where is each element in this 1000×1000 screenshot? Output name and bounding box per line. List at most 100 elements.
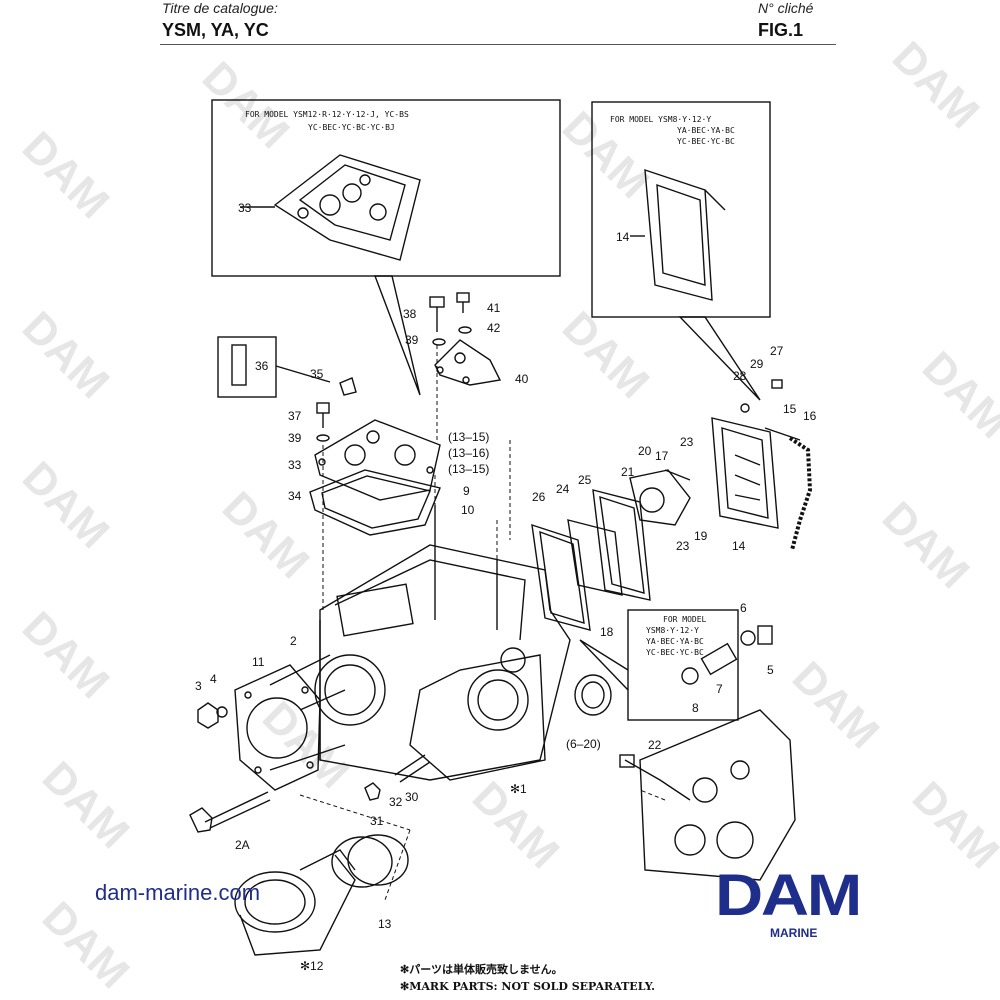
part-label-35: 35	[310, 367, 324, 381]
part-label-23: 23	[680, 435, 694, 449]
watermark-text: DAM	[33, 752, 139, 858]
inset-tl-line2: YC·BEC·YC·BC·YC·BJ	[308, 123, 395, 132]
watermark-text: DAM	[883, 32, 989, 138]
part-label-16: 16	[803, 409, 817, 423]
cliche-label: N° cliché	[758, 0, 814, 16]
part-label-13: 13	[378, 917, 392, 931]
part-label-3: 3	[195, 679, 202, 693]
cylinder-liner	[234, 849, 356, 956]
part-label-40: 40	[515, 372, 529, 386]
cylinder-gasket	[197, 654, 346, 791]
inset-mr-line4: YC·BEC·YC·BC	[646, 648, 704, 657]
inset-box-side-cover	[591, 101, 771, 401]
part-label-33b: 33	[288, 458, 302, 472]
catalog-title-label: Titre de catalogue:	[162, 0, 278, 16]
logo-main-text: DAM	[715, 863, 862, 928]
part-label-39b: 39	[288, 431, 302, 445]
part-label-24: 24	[556, 482, 570, 496]
part-label-15: 15	[783, 402, 797, 416]
timing-cover	[619, 709, 796, 881]
watermark-text: DAM	[33, 892, 139, 998]
part-label-30: 30	[405, 790, 419, 804]
part-label-34: 34	[288, 489, 302, 503]
part-label-6: 6	[740, 601, 747, 615]
part-label-7: 7	[716, 682, 723, 696]
part-label-37: 37	[288, 409, 302, 423]
part-label-1: ✻1	[510, 782, 527, 796]
part-label-36: 36	[255, 359, 269, 373]
part-label-41: 41	[487, 301, 501, 315]
part-label-19: 19	[694, 529, 708, 543]
bolt-group-upper	[316, 292, 502, 442]
website-link[interactable]: dam-marine.com	[95, 880, 261, 905]
watermark-text: DAM	[903, 772, 1000, 878]
watermark-text: DAM	[873, 492, 979, 598]
oil-plugs	[740, 625, 773, 646]
side-cover	[711, 379, 813, 551]
side-plate-assembly	[531, 469, 691, 631]
head-cover	[309, 419, 441, 536]
part-label-2: 2	[290, 634, 297, 648]
o-rings	[331, 834, 409, 888]
cylinder-block	[314, 505, 571, 781]
part-label-8: 8	[692, 701, 699, 715]
inset-tl-line1: FOR MODEL YSM12·R·12·Y·12·J, YC-BS	[245, 110, 409, 119]
part-label-29: 29	[750, 357, 764, 371]
long-bolt	[189, 791, 271, 833]
inset-tr-line2: YA·BEC·YA·BC	[677, 126, 735, 135]
assembly-leader-lines	[299, 345, 666, 901]
cliche-value: FIG.1	[758, 20, 804, 40]
logo-sub-text: MARINE	[770, 926, 818, 940]
part-label-5: 5	[767, 663, 774, 677]
inset-box-sensor	[217, 336, 331, 398]
watermark-text: DAM	[13, 122, 119, 228]
catalog-title-value: YSM, YA, YC	[162, 20, 269, 40]
watermark-text: DAM	[553, 302, 659, 408]
inset-mr-line1: FOR MODEL	[663, 615, 707, 624]
oil-seal	[574, 674, 612, 716]
footnote-japanese: ✻パーツは単体販売致しません。	[400, 962, 563, 976]
part-label-18: 18	[600, 625, 614, 639]
part-label-31: 31	[370, 814, 384, 828]
part-label-21: 21	[621, 465, 635, 479]
part-label-4: 4	[210, 672, 217, 686]
inset-labels: FOR MODEL YSM12·R·12·Y·12·J, YC-BS YC·BE…	[245, 110, 735, 657]
part-label-14b: 14	[732, 539, 746, 553]
watermark-text: DAM	[913, 342, 1000, 448]
watermark-text: DAM	[783, 652, 889, 758]
inset-tr-line1: FOR MODEL YSM8·Y·12·Y	[610, 115, 711, 124]
part-label-2a: 2A	[235, 838, 250, 852]
inset-box-oil-plug	[579, 609, 739, 721]
header-rule	[160, 44, 836, 45]
part-label-38: 38	[403, 307, 417, 321]
footnote-english: ✻MARK PARTS: NOT SOLD SEPARATELY.	[400, 980, 655, 993]
watermark-text: DAM	[13, 302, 119, 408]
part-label-13-15a: (13–15)	[448, 430, 489, 444]
part-label-33: 33	[238, 201, 252, 215]
part-label-6-20: (6–20)	[566, 737, 601, 751]
part-label-20: 20	[638, 444, 652, 458]
part-label-28: 28	[733, 369, 747, 383]
part-label-25: 25	[578, 473, 592, 487]
part-label-14: 14	[616, 230, 630, 244]
watermark-text: DAM	[213, 482, 319, 588]
small-fittings	[364, 754, 431, 801]
inset-tr-line3: YC·BEC·YC·BC	[677, 137, 735, 146]
inset-mr-line3: YA·BEC·YA·BC	[646, 637, 704, 646]
dam-marine-logo: DAM MARINE	[715, 867, 900, 941]
part-label-17: 17	[655, 449, 669, 463]
part-label-9: 9	[463, 484, 470, 498]
part-label-13-16: (13–16)	[448, 446, 489, 460]
part-label-22: 22	[648, 738, 662, 752]
part-label-12: ✻12	[300, 959, 324, 973]
watermark-layer: DAM DAM DAM DAM DAM DAM DAM DAM DAM DAM …	[13, 32, 1000, 998]
part-callouts: 33 14 41 38 42 39 36 35 40 37 39 33 34 (…	[195, 201, 817, 973]
part-label-39: 39	[405, 333, 419, 347]
part-label-13-15b: (13–15)	[448, 462, 489, 476]
part-label-26: 26	[532, 490, 546, 504]
inset-mr-line2: YSM8·Y·12·Y	[646, 626, 699, 635]
watermark-text: DAM	[13, 452, 119, 558]
inset-box-cylinder-head	[211, 99, 561, 396]
part-label-42: 42	[487, 321, 501, 335]
